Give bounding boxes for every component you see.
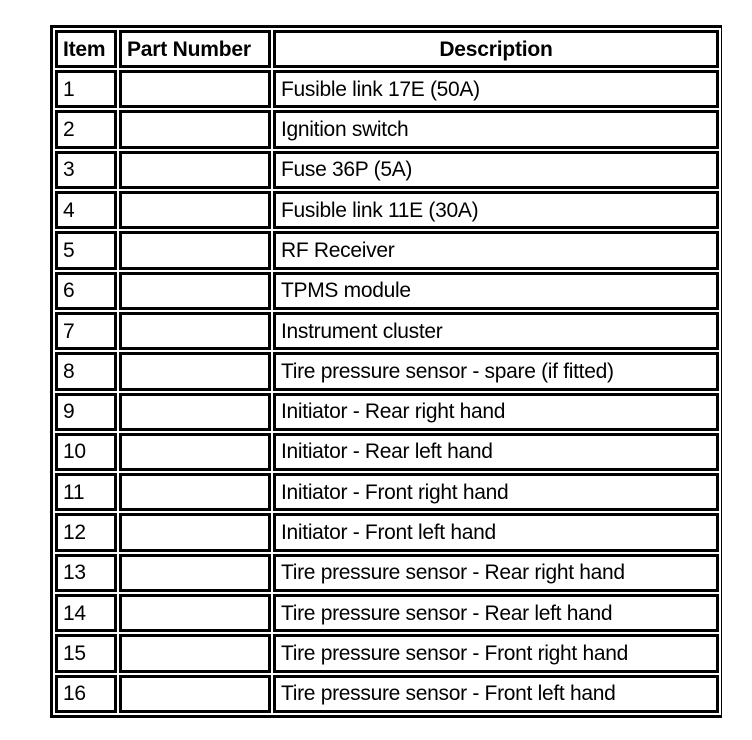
cell-item: 2 (55, 110, 117, 149)
cell-part-number (119, 553, 271, 593)
cell-item: 6 (55, 271, 117, 310)
cell-part-number (119, 392, 271, 431)
table-row: 11 Initiator - Front right hand (55, 473, 719, 512)
cell-item: 4 (55, 190, 117, 230)
cell-description: Initiator - Front left hand (273, 513, 719, 552)
table-row: 13 Tire pressure sensor - Rear right hand (55, 553, 719, 593)
cell-part-number (119, 674, 271, 713)
cell-part-number (119, 311, 271, 351)
table-row: 8 Tire pressure sensor - spare (if fitted… (55, 352, 719, 391)
cell-item: 7 (55, 311, 117, 351)
cell-item: 13 (55, 553, 117, 593)
cell-part-number (119, 190, 271, 230)
cell-item: 14 (55, 594, 117, 633)
cell-description: Tire pressure sensor - Rear left hand (273, 594, 719, 633)
table-row: 4 Fusible link 11E (30A) (55, 190, 719, 230)
table-row: 10 Initiator - Rear left hand (55, 432, 719, 472)
cell-item: 11 (55, 473, 117, 512)
cell-item: 16 (55, 674, 117, 713)
cell-part-number (119, 513, 271, 552)
table-row: 7 Instrument cluster (55, 311, 719, 351)
header-row: Item Part Number Description (55, 30, 719, 68)
cell-description: Tire pressure sensor - Front right hand (273, 634, 719, 673)
cell-description: Fusible link 17E (50A) (273, 70, 719, 109)
cell-part-number (119, 352, 271, 391)
table-row: 2 Ignition switch (55, 110, 719, 149)
column-header-part-number: Part Number (119, 30, 271, 68)
table-row: 16 Tire pressure sensor - Front left hand (55, 674, 719, 713)
table-row: 14 Tire pressure sensor - Rear left hand (55, 594, 719, 633)
cell-description: Ignition switch (273, 110, 719, 149)
table-row: 9 Initiator - Rear right hand (55, 392, 719, 431)
cell-description: Tire pressure sensor - spare (if fitted) (273, 352, 719, 391)
column-header-item: Item (55, 30, 117, 68)
column-header-description: Description (273, 30, 719, 68)
cell-description: TPMS module (273, 271, 719, 310)
cell-item: 1 (55, 70, 117, 109)
table-row: 6 TPMS module (55, 271, 719, 310)
cell-description: Initiator - Rear right hand (273, 392, 719, 431)
cell-description: Fuse 36P (5A) (273, 150, 719, 189)
cell-description: Initiator - Front right hand (273, 473, 719, 512)
cell-part-number (119, 70, 271, 109)
cell-description: Instrument cluster (273, 311, 719, 351)
table-header: Item Part Number Description (55, 30, 719, 68)
cell-item: 3 (55, 150, 117, 189)
cell-description: Tire pressure sensor - Rear right hand (273, 553, 719, 593)
cell-description: Fusible link 11E (30A) (273, 190, 719, 230)
table-row: 15 Tire pressure sensor - Front right han… (55, 634, 719, 673)
cell-item: 10 (55, 432, 117, 472)
cell-item: 9 (55, 392, 117, 431)
cell-description: Tire pressure sensor - Front left hand (273, 674, 719, 713)
cell-part-number (119, 110, 271, 149)
cell-item: 5 (55, 231, 117, 270)
cell-part-number (119, 432, 271, 472)
cell-part-number (119, 231, 271, 270)
table-row: 1 Fusible link 17E (50A) (55, 70, 719, 109)
cell-part-number (119, 473, 271, 512)
cell-description: Initiator - Rear left hand (273, 432, 719, 472)
cell-item: 15 (55, 634, 117, 673)
cell-part-number (119, 150, 271, 189)
cell-item: 12 (55, 513, 117, 552)
table-row: 3 Fuse 36P (5A) (55, 150, 719, 189)
cell-part-number (119, 634, 271, 673)
cell-part-number (119, 594, 271, 633)
cell-part-number (119, 271, 271, 310)
cell-item: 8 (55, 352, 117, 391)
table-row: 12 Initiator - Front left hand (55, 513, 719, 552)
cell-description: RF Receiver (273, 231, 719, 270)
table-row: 5 RF Receiver (55, 231, 719, 270)
